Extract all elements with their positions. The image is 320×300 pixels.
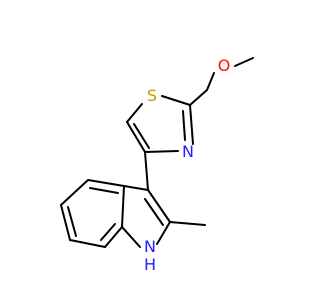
bond-c4-nitrogen bbox=[144, 150, 179, 153]
bond-c5-c6-inner bbox=[67, 206, 77, 237]
oxygen-atom-label: O bbox=[218, 56, 231, 75]
molecule-structure: O S N N H bbox=[60, 56, 254, 274]
bond-c3-c2 bbox=[147, 189, 171, 223]
sulfur-atom-label: S bbox=[147, 86, 157, 105]
bond-c7a-c3a bbox=[121, 185, 125, 228]
bond-c5-c6 bbox=[60, 204, 71, 241]
bond-c2-sulfur bbox=[161, 95, 191, 106]
bond-c2-nitrogen bbox=[156, 221, 171, 245]
bond-c3a-c4-inner bbox=[89, 187, 119, 194]
bond-c5-c4-inner bbox=[133, 123, 150, 149]
indole-nitrogen-label: N bbox=[144, 237, 156, 256]
bond-nitrogen-c2 bbox=[189, 104, 194, 145]
bond-c5-c4 bbox=[126, 121, 146, 153]
bond-c7-c7a bbox=[104, 226, 123, 248]
bond-c7-c7a-inner bbox=[100, 223, 116, 241]
bond-nitrogen-c7a bbox=[121, 226, 141, 248]
bond-nitrogen-c2-inner bbox=[182, 110, 186, 141]
bond-c4-indole-c3 bbox=[144, 151, 149, 191]
bond-c3a-c3 bbox=[123, 185, 149, 191]
bond-c4-c5 bbox=[60, 179, 89, 206]
bond-c3-c2-inner bbox=[144, 198, 164, 226]
bond-c2-methyl bbox=[169, 221, 206, 226]
bond-c3a-c4 bbox=[87, 179, 125, 187]
bond-methyl-oxygen bbox=[234, 57, 254, 67]
structure-canvas: O S N N H bbox=[60, 56, 254, 274]
bond-methylene-c2 bbox=[189, 89, 208, 106]
thiazole-nitrogen-label: N bbox=[182, 142, 194, 161]
bond-oxygen-methylene bbox=[206, 72, 215, 91]
bond-c6-c7 bbox=[69, 239, 106, 248]
indole-hydrogen-label: H bbox=[144, 255, 156, 274]
bond-sulfur-c5 bbox=[126, 103, 143, 123]
